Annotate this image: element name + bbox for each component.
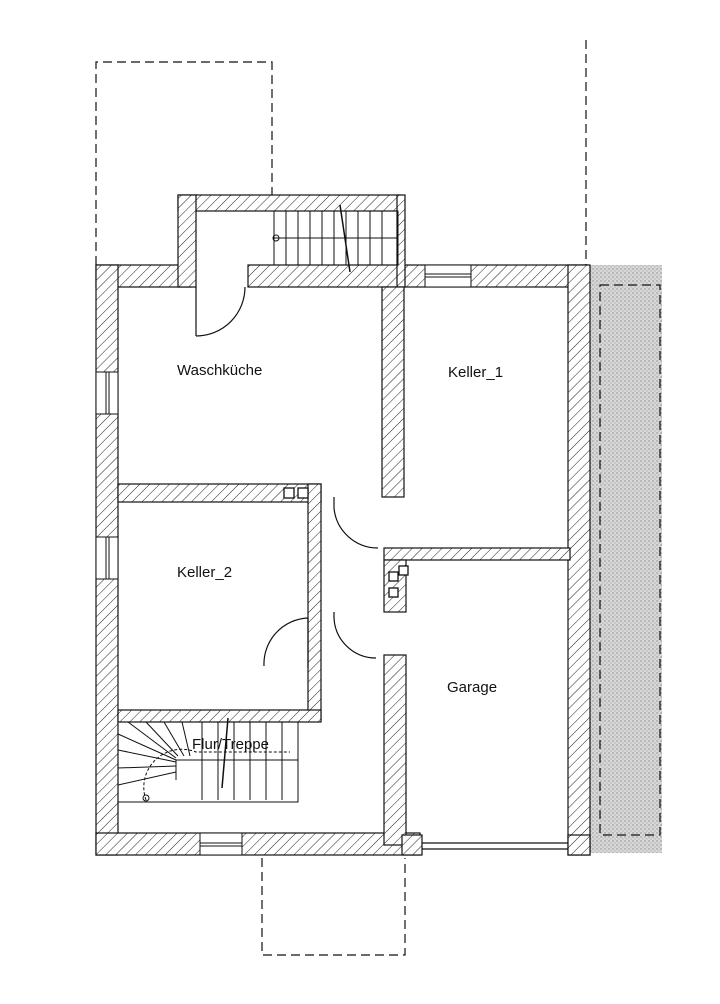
room-label-keller-2: Keller_2 bbox=[177, 564, 232, 581]
wall-annex-top bbox=[177, 194, 401, 212]
flur-stairs bbox=[117, 717, 299, 803]
room-label-keller-1: Keller_1 bbox=[448, 364, 503, 381]
walls bbox=[95, 194, 591, 856]
window-bottom bbox=[199, 832, 243, 856]
wall-garage-pier bbox=[567, 834, 591, 856]
wall-center-lower bbox=[383, 654, 407, 846]
door-keller2 bbox=[263, 617, 309, 668]
door-waschkueche bbox=[195, 286, 246, 337]
flues bbox=[283, 487, 409, 598]
wall-top-right bbox=[247, 264, 589, 288]
doors bbox=[195, 286, 379, 668]
stippled-strip bbox=[590, 265, 662, 853]
door-flur-upper bbox=[333, 497, 379, 549]
garage-door bbox=[422, 842, 568, 850]
annex-stairs bbox=[272, 204, 399, 273]
window-top bbox=[424, 264, 472, 288]
room-label-waschkueche: Waschküche bbox=[177, 362, 262, 379]
dashed-terrace-bottom bbox=[261, 858, 406, 956]
door-garage bbox=[333, 612, 377, 659]
window-left-lower bbox=[95, 536, 119, 580]
wall-right bbox=[567, 264, 591, 856]
wall-annex-left bbox=[177, 194, 197, 288]
wall-keller2-right bbox=[307, 483, 322, 721]
room-label-garage: Garage bbox=[447, 679, 497, 696]
wall-bottom bbox=[95, 832, 421, 856]
dashed-carport-inner bbox=[599, 284, 661, 836]
windows bbox=[95, 264, 472, 856]
wall-keller1-garage bbox=[383, 547, 571, 561]
wall-keller2-bottom bbox=[117, 709, 322, 723]
wall-garage-pier-left bbox=[401, 834, 423, 856]
wall-center-upper bbox=[381, 286, 405, 498]
window-left-upper bbox=[95, 371, 119, 415]
dashed-terrace-top bbox=[95, 61, 273, 265]
room-label-flur-treppe: Flur/Treppe bbox=[192, 736, 269, 753]
window-glass-lines bbox=[105, 273, 471, 847]
